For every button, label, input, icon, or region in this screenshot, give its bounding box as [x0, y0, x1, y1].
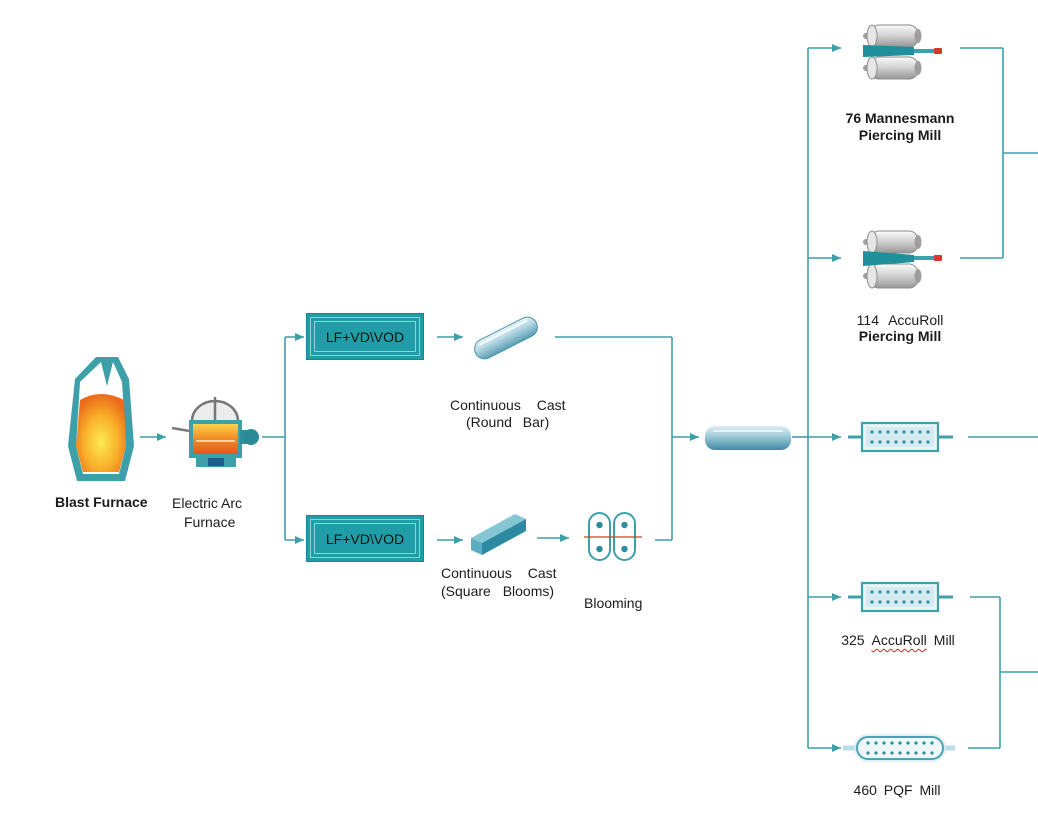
refining-box-bottom: LF+VD\VOD — [306, 515, 424, 562]
mill-76-label-line1: 76 Mannesmann — [845, 110, 955, 126]
square-cast-label-line2: (Square Blooms) — [441, 583, 555, 599]
rolling-mill-middle-icon — [848, 421, 953, 453]
mill-114-label-line1: 114 AccuRoll — [856, 312, 944, 328]
piercing-mill-76-icon — [863, 24, 942, 80]
mill-114-label-line2: Piercing Mill — [858, 328, 942, 344]
round-cast-label-line1: Continuous Cast — [450, 397, 566, 413]
blooming-mill-icon — [584, 512, 642, 561]
pqf-mill-460-icon — [843, 734, 955, 762]
electric-arc-furnace-icon — [171, 397, 259, 467]
mill-325-label-number: 325 — [841, 632, 865, 648]
refining-box-top-label: LF+VD\VOD — [325, 328, 405, 345]
eaf-label-line2: Furnace — [184, 514, 236, 530]
mill-460-label: 460 PQF Mill — [853, 782, 941, 798]
square-bloom-icon — [471, 514, 526, 555]
piercing-mill-114-icon — [863, 230, 942, 289]
mill-325-label-suffix: Mill — [933, 632, 955, 648]
round-bar-icon — [474, 316, 538, 360]
mill-325-label-name: AccuRoll — [871, 632, 927, 648]
round-cast-label-line2: (Round Bar) — [466, 414, 550, 430]
blooming-label: Blooming — [584, 595, 643, 611]
mill-76-label-line2: Piercing Mill — [858, 127, 942, 143]
rolling-mill-325-icon — [848, 581, 953, 613]
square-cast-label-line1: Continuous Cast — [441, 565, 557, 581]
refining-box-top: LF+VD\VOD — [306, 313, 424, 360]
mill-325-label: 325 AccuRoll Mill — [818, 632, 978, 649]
round-billet-icon — [705, 426, 791, 450]
eaf-label-line1: Electric Arc — [172, 495, 243, 511]
blast-furnace-icon — [68, 357, 134, 481]
refining-box-bottom-label: LF+VD\VOD — [325, 530, 405, 547]
blast-furnace-label: Blast Furnace — [55, 494, 148, 510]
